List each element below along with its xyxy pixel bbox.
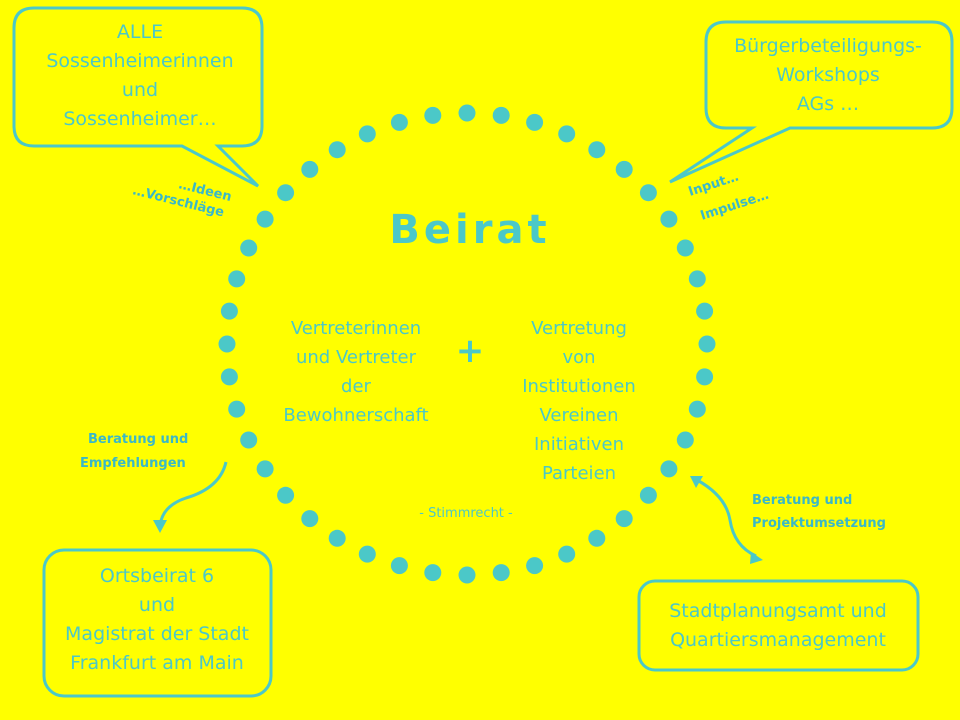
ring-dot xyxy=(639,184,657,202)
label-advice-right-1: Beratung und xyxy=(752,493,852,508)
institutions-line-5: Initiativen xyxy=(534,434,624,455)
box-municipality: Ortsbeirat 6 und Magistrat der Stadt Fra… xyxy=(42,548,273,698)
ring-dot xyxy=(688,270,706,288)
ring-dot xyxy=(277,486,295,504)
ring-dot xyxy=(526,113,544,131)
residents-line-2: Sossenheimerinnen xyxy=(46,50,233,72)
plus-sign: + xyxy=(456,331,485,371)
municipality-line-1: Ortsbeirat 6 xyxy=(100,565,214,587)
ring-dot xyxy=(240,239,258,257)
ring-dot xyxy=(696,368,714,386)
municipality-line-4: Frankfurt am Main xyxy=(70,652,244,674)
label-advice-right-2: Projektumsetzung xyxy=(752,516,886,531)
ring-dot xyxy=(424,106,442,124)
workshops-line-1: Bürgerbeteiligungs- xyxy=(734,35,922,57)
ring-dot xyxy=(390,113,408,131)
residents-rep-line-1: Vertreterinnen xyxy=(291,318,421,339)
ring-dot xyxy=(301,160,319,178)
ring-dot xyxy=(328,529,346,547)
ring-dot xyxy=(676,239,694,257)
ring-dot xyxy=(220,368,238,386)
urban-planning-line-1: Stadtplanungsamt und xyxy=(669,600,887,622)
ring-dot xyxy=(228,400,246,418)
ring-dot xyxy=(558,545,576,563)
label-input: Input… xyxy=(687,170,741,200)
ring-dot xyxy=(220,302,238,320)
municipality-line-2: und xyxy=(139,594,175,616)
residents-line-4: Sossenheimer… xyxy=(63,108,216,130)
speech-bubble-workshops: Bürgerbeteiligungs- Workshops AGs … xyxy=(669,20,954,184)
ring-dot xyxy=(688,400,706,418)
arrow-down-left xyxy=(153,461,228,533)
ring-dot xyxy=(301,510,319,528)
residents-line-3: und xyxy=(122,79,158,101)
ring-dot xyxy=(492,564,510,582)
workshops-line-2: Workshops xyxy=(776,64,880,86)
ring-dot xyxy=(660,210,678,228)
residents-rep-line-3: der xyxy=(341,376,372,397)
residents-rep-line-4: Bewohnerschaft xyxy=(283,405,428,426)
ring-dot xyxy=(358,545,376,563)
ring-dot xyxy=(358,125,376,143)
institutions-line-2: von xyxy=(562,347,595,368)
ring-dot xyxy=(218,335,236,353)
ring-dot xyxy=(256,460,274,478)
ring-dot xyxy=(676,431,694,449)
urban-planning-line-2: Quartiersmanagement xyxy=(670,629,886,651)
ring-dot xyxy=(588,141,606,159)
beirat-title: Beirat xyxy=(389,207,550,253)
ring-dot xyxy=(424,564,442,582)
box-urban-planning: Stadtplanungsamt und Quartiersmanagement xyxy=(637,579,920,672)
ring-dot xyxy=(615,160,633,178)
ring-dot xyxy=(696,302,714,320)
ring-dot xyxy=(639,486,657,504)
dotted-circle xyxy=(218,104,716,584)
double-arrow-right xyxy=(690,476,763,564)
speech-bubble-residents: ALLE Sossenheimerinnen und Sossenheimer… xyxy=(12,6,264,188)
institutions-line-4: Vereinen xyxy=(540,405,619,426)
ring-dot xyxy=(526,557,544,575)
workshops-line-3: AGs … xyxy=(797,93,859,115)
ring-dot xyxy=(660,460,678,478)
label-advice-left-1: Beratung und xyxy=(88,432,188,447)
ring-dot xyxy=(256,210,274,228)
ring-dot xyxy=(458,566,476,584)
institutions-line-6: Parteien xyxy=(542,463,616,484)
ring-dot xyxy=(698,335,716,353)
residents-line-1: ALLE xyxy=(117,21,163,43)
institutions-line-1: Vertretung xyxy=(531,318,627,339)
ring-dot xyxy=(277,184,295,202)
voting-rights-note: - Stimmrecht - xyxy=(419,506,513,521)
ring-dot xyxy=(492,106,510,124)
municipality-line-3: Magistrat der Stadt xyxy=(65,623,249,645)
ring-dot xyxy=(228,270,246,288)
ring-dot xyxy=(328,141,346,159)
ring-dot xyxy=(558,125,576,143)
ring-dot xyxy=(240,431,258,449)
institutions-line-3: Institutionen xyxy=(522,376,636,397)
ring-dot xyxy=(615,510,633,528)
ring-dot xyxy=(588,529,606,547)
ring-dot xyxy=(390,557,408,575)
ring-dot xyxy=(458,104,476,122)
label-advice-left-2: Empfehlungen xyxy=(80,456,186,471)
residents-rep-line-2: und Vertreter xyxy=(296,347,417,368)
